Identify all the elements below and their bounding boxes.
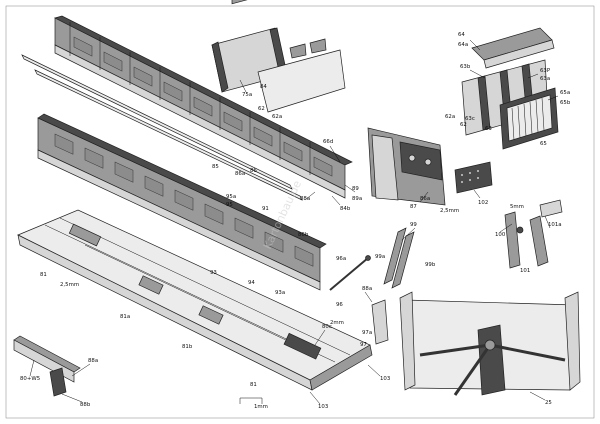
label-99b: 99b <box>425 262 436 268</box>
label-100: 100 <box>495 232 506 238</box>
label-62a-b: 62a <box>272 114 282 120</box>
label-64a: 64a <box>458 42 468 48</box>
label-75a: 75a <box>242 92 252 98</box>
label-88b: 88b <box>80 402 91 408</box>
label-85: 85 <box>212 164 219 170</box>
label-89a: 89a <box>352 196 362 202</box>
label-99: 99 <box>410 222 417 228</box>
label-81: 81 <box>40 272 47 278</box>
label-63a: 63a <box>540 76 550 82</box>
label-81b: 81b <box>182 344 193 350</box>
label-103-b: 103 <box>318 404 328 410</box>
grill-65 <box>499 87 559 150</box>
label-88a: 88a <box>300 196 310 202</box>
label-97: 97 <box>360 342 367 348</box>
plate-102 <box>454 161 493 194</box>
label-64: 64 <box>458 32 465 38</box>
sheet-border <box>5 5 595 419</box>
label-84b: 84b <box>340 206 351 212</box>
base-frame-81 <box>17 209 373 391</box>
end-unit-87 <box>367 127 446 206</box>
label-81a: 81a <box>120 314 130 320</box>
label-86a: 86a <box>235 171 245 177</box>
label-102: 102 <box>478 200 488 206</box>
label-2-5mm-b: 2,5mm <box>60 282 79 288</box>
label-89: 89 <box>352 186 359 192</box>
label-103: 103 <box>380 376 390 382</box>
label-2-5mm-a: 2,5mm <box>440 208 459 214</box>
label-91: 91 <box>262 206 269 212</box>
label-25: 25 <box>545 400 552 406</box>
label-62: 62 <box>460 122 467 128</box>
label-88a-c: 88a <box>362 286 372 292</box>
label-1mm: 1mm <box>254 404 268 410</box>
rod-96 <box>329 255 371 291</box>
label-80W5: 80+W5 <box>20 376 40 382</box>
label-62a: 62a <box>445 114 455 120</box>
label-95a: 95a <box>226 194 236 200</box>
label-80c: 80c <box>322 324 332 330</box>
label-2mm: 2mm <box>330 320 344 326</box>
label-5mm: 5mm <box>510 204 524 210</box>
label-86b: 86b <box>298 232 309 238</box>
label-88a-d: 88a <box>88 358 98 364</box>
label-65: 65 <box>540 141 547 147</box>
label-96: 96 <box>336 302 343 308</box>
label-87: 87 <box>410 204 417 210</box>
label-63P: 63P <box>540 68 551 74</box>
beam-80 <box>13 335 81 397</box>
panel-62a <box>257 38 346 113</box>
bracket-97 <box>371 299 389 345</box>
side-wall-lower <box>37 113 327 291</box>
chassis-25 <box>399 291 581 396</box>
label-101a: 101a <box>548 222 562 228</box>
label-63: 63 <box>485 126 492 132</box>
linkage-101 <box>504 199 563 269</box>
label-63b: 63b <box>460 64 471 70</box>
label-62-b: 62 <box>258 106 265 112</box>
label-86a-b: 86a <box>420 196 430 202</box>
label-65a: 65a <box>560 90 570 96</box>
strip-92a <box>21 54 303 201</box>
label-99a: 99a <box>375 254 385 260</box>
roof-part-64 <box>471 27 555 69</box>
label-66d: 66d <box>323 139 333 145</box>
label-93: 93 <box>210 270 217 276</box>
clip-108 <box>239 397 263 404</box>
label-84: 84 <box>260 84 267 90</box>
leader-lines <box>29 39 559 405</box>
label-94: 94 <box>248 280 255 286</box>
label-63c: 63c <box>465 116 475 122</box>
label-93a: 93a <box>275 290 285 296</box>
parts-99 <box>383 227 415 289</box>
label-65b: 65b <box>560 100 571 106</box>
label-96a: 96a <box>336 256 346 262</box>
side-wall-upper <box>54 15 353 199</box>
labels: 64 64a 63b 63P 63a 63c 63 65a 65b 65 62a… <box>20 32 571 410</box>
label-81-b: 81 <box>250 382 257 388</box>
label-95: 95 <box>226 202 233 208</box>
label-101: 101 <box>520 268 530 274</box>
label-86: 86 <box>250 168 257 174</box>
label-97a: 97a <box>362 330 372 336</box>
